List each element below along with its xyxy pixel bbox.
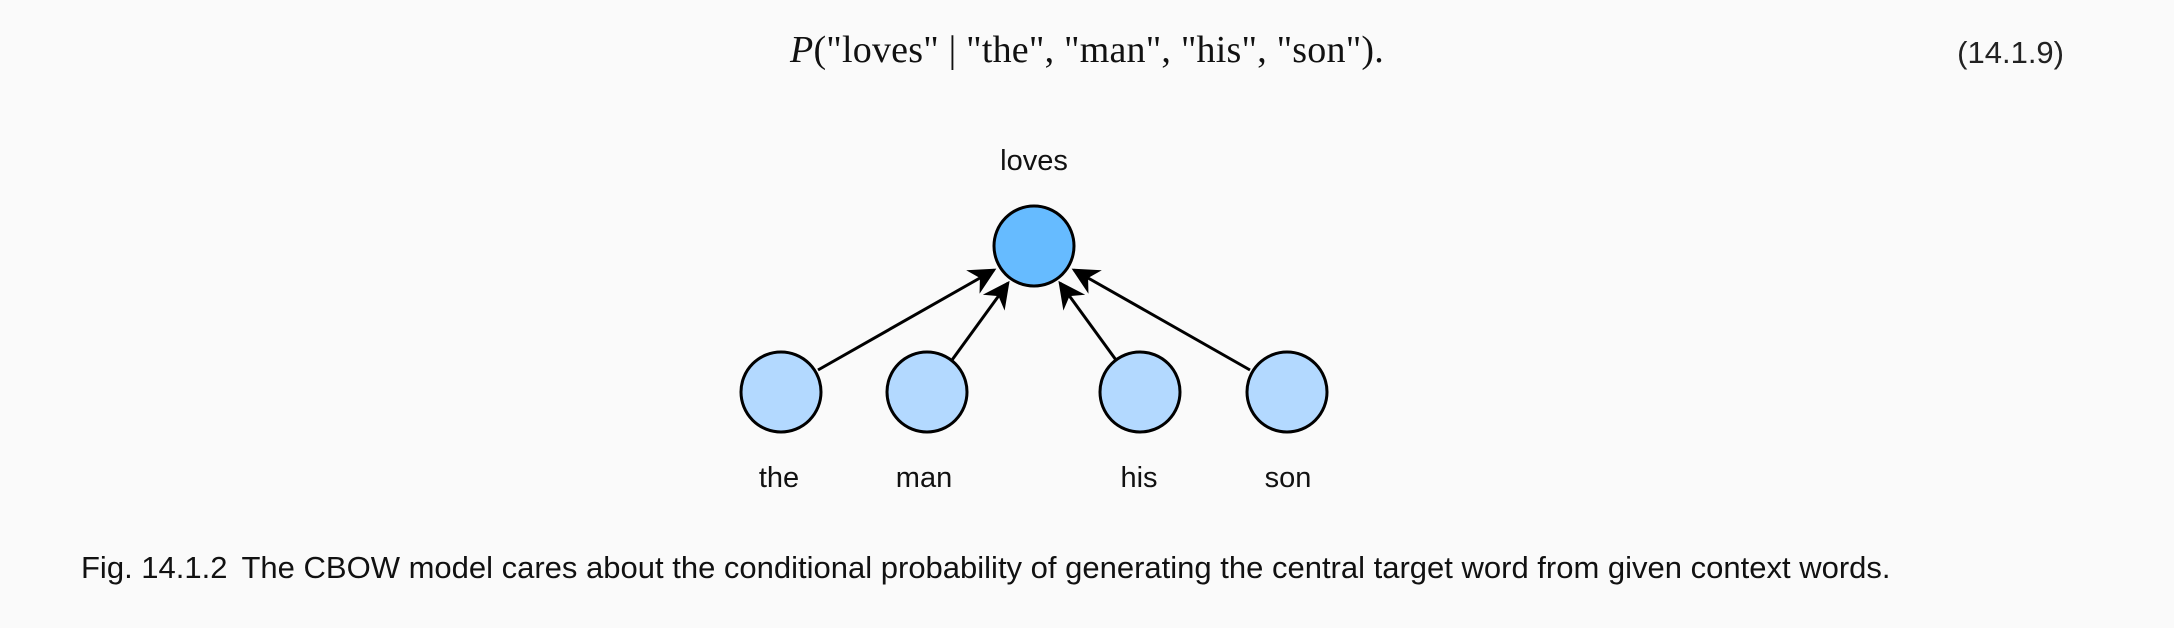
edge-his-to-loves — [1058, 280, 1118, 361]
context-label-man: man — [896, 462, 952, 494]
edge-man-to-loves — [950, 280, 1010, 361]
context-node-his — [1098, 350, 1182, 434]
figure-caption: Fig. 14.1.2 The CBOW model cares about th… — [81, 550, 1891, 586]
equation: P("loves" | "the", "man", "his", "son"). — [0, 28, 2174, 72]
context-node-son — [1245, 350, 1329, 434]
edge-the-to-loves — [817, 268, 997, 372]
context-node-the — [739, 350, 823, 434]
context-label-the: the — [759, 462, 799, 494]
context-label-his: his — [1120, 462, 1157, 494]
context-label-son: son — [1265, 462, 1312, 494]
target-node-loves — [992, 204, 1076, 288]
edge-son-to-loves — [1071, 268, 1251, 372]
caption-text: The CBOW model cares about the condition… — [241, 550, 1891, 585]
equation-variable: P — [790, 29, 814, 71]
context-node-man — [885, 350, 969, 434]
target-label-loves: loves — [1000, 145, 1068, 177]
equation-body: ("loves" | "the", "man", "his", "son"). — [813, 29, 1384, 71]
figure-label: Fig. 14.1.2 — [81, 550, 228, 585]
equation-number: (14.1.9) — [1957, 35, 2064, 70]
